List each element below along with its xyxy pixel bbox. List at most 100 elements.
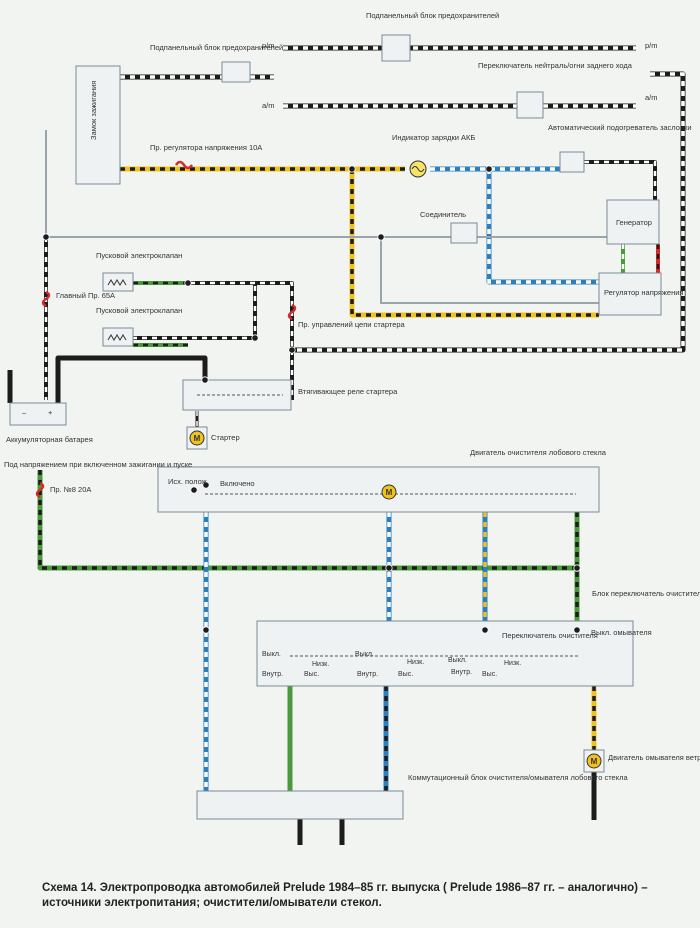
wire-charge-down-left-stripe bbox=[350, 169, 599, 317]
fuse-block-left bbox=[221, 61, 251, 83]
node-park-2 bbox=[190, 486, 198, 494]
node-wiper-center bbox=[385, 564, 393, 572]
label-on: Включено bbox=[220, 479, 255, 488]
figure-caption: Схема 14. Электропроводка автомобилей Pr… bbox=[42, 881, 682, 911]
label-pm-top-right: р/m bbox=[645, 41, 658, 50]
ignition-switch-box bbox=[75, 65, 121, 185]
label-generator: Генератор bbox=[616, 218, 652, 227]
label-low-1: Низк. bbox=[312, 661, 329, 668]
wire-valve-to-fuse-stripe bbox=[190, 281, 294, 350]
washer-motor-letter: M bbox=[591, 757, 598, 766]
label-am-left: а/m bbox=[262, 101, 275, 110]
node-relay-ctrl bbox=[288, 346, 296, 354]
node-park bbox=[202, 481, 210, 489]
label-starter-circuit-fuse: Пр. управлений цепи стартера bbox=[298, 320, 406, 329]
label-ignition-switch: Замок зажигания bbox=[89, 81, 98, 140]
label-pm-left: р/m bbox=[262, 41, 275, 50]
wire-grey-reg-line bbox=[380, 237, 599, 304]
battery-box bbox=[9, 402, 67, 426]
label-wiper-motor: Двигатель очистителя лобового стекла bbox=[470, 448, 607, 457]
label-hot-in-run-start: Под напряжением при включенном зажигании… bbox=[4, 460, 192, 469]
label-battery-minus: – bbox=[22, 408, 27, 417]
node-valve-2 bbox=[251, 334, 259, 342]
washer-motor-icon bbox=[586, 753, 602, 769]
junction-nodes bbox=[42, 165, 581, 634]
wiper-motor-icon bbox=[381, 484, 397, 500]
voltage-regulator-box bbox=[598, 272, 662, 316]
label-low-2: Низк. bbox=[407, 659, 424, 666]
start-valve-1-coil-icon bbox=[107, 279, 127, 286]
label-underdash-fuse-block-left: Подпанельный блок предохранителей bbox=[150, 43, 283, 52]
node-grey-left bbox=[42, 233, 50, 241]
node-switch-right bbox=[573, 626, 581, 634]
label-off-1: Выкл. bbox=[262, 651, 281, 658]
node-wiper-left bbox=[202, 626, 210, 634]
wires-layer bbox=[7, 45, 686, 845]
node-grey-mid bbox=[377, 233, 385, 241]
auto-choke-heater-box bbox=[559, 151, 585, 173]
label-park-pos: Исх. полож. bbox=[168, 477, 209, 486]
label-main-fuse: Главный Пр. 65А bbox=[56, 291, 115, 300]
wire-choke-to-gen bbox=[584, 160, 657, 200]
label-switch-block: Блок переключатель очистителя/омывателя … bbox=[592, 589, 700, 598]
wire-battery-to-relay bbox=[55, 355, 208, 403]
label-battery: Аккумуляторная батарея bbox=[6, 435, 93, 444]
label-underdash-fuse-block-top: Подпанельный блок предохранителей bbox=[366, 11, 499, 20]
label-battery-plus: + bbox=[48, 408, 53, 417]
components-layer: M M M bbox=[9, 34, 662, 820]
main-fuse-icon bbox=[41, 290, 51, 308]
label-high-2: Выс. bbox=[398, 671, 413, 678]
labels-layer: Подпанельный блок предохранителей р/m р/… bbox=[4, 11, 700, 782]
label-int-1: Внутр. bbox=[262, 671, 283, 678]
node-charge-2 bbox=[485, 165, 493, 173]
label-commutation-block: Коммутационный блок очистителя/омывателя… bbox=[408, 773, 628, 782]
wiper-switch-block bbox=[256, 620, 634, 687]
node-charge-1 bbox=[348, 165, 356, 173]
fuse-8-icon bbox=[35, 481, 45, 499]
label-int-3: Внутр. bbox=[451, 669, 472, 676]
label-start-valve-2: Пусковой электроклапан bbox=[96, 306, 182, 315]
label-washer-motor: Двигатель омывателя ветрового стекла bbox=[608, 753, 700, 762]
label-int-2: Внутр. bbox=[357, 671, 378, 678]
node-wiper-yellow bbox=[481, 626, 489, 634]
label-voltage-reg-fuse: Пр. регулятора напряжения 10А bbox=[150, 143, 262, 152]
wire-right-riser-stripe bbox=[292, 72, 685, 352]
label-off-3: Выкл. bbox=[448, 657, 467, 664]
wiper-motor-letter: M bbox=[386, 488, 393, 497]
neutral-switch-box bbox=[516, 91, 544, 119]
label-neutral-switch: Переключатель нейтраль/огни заднего хода bbox=[478, 61, 633, 70]
label-wiper-switch: Переключатель очистителя bbox=[502, 631, 598, 640]
label-connector: Соединитель bbox=[420, 210, 466, 219]
voltage-reg-fuse-icon bbox=[174, 160, 194, 170]
node-fuse8-right bbox=[573, 564, 581, 572]
label-washer-off: Выкл. омывателя bbox=[591, 628, 652, 637]
label-off-2: Выкл. bbox=[355, 651, 374, 658]
label-start-valve-1: Пусковой электроклапан bbox=[96, 251, 182, 260]
generator-box bbox=[606, 199, 660, 245]
label-fuse-8: Пр. №8 20А bbox=[50, 485, 91, 494]
commutation-block bbox=[196, 790, 404, 820]
node-valve-1 bbox=[184, 279, 192, 287]
connector-box bbox=[450, 222, 478, 244]
label-auto-choke-heater: Автоматический подогреватель заслонки bbox=[548, 123, 692, 132]
node-relay-top bbox=[201, 376, 209, 384]
label-charge-indicator: Индикатор зарядки АКБ bbox=[392, 133, 475, 142]
wire-charge-down-right-stripe bbox=[487, 169, 599, 284]
wire-choke-to-gen-stripe bbox=[584, 160, 657, 200]
caption-line-2: источники электропитания; очистители/омы… bbox=[42, 897, 382, 909]
wire-fuse8-feed-stripe bbox=[38, 470, 577, 570]
starter-circuit-fuse-icon bbox=[287, 303, 297, 321]
starter-motor-letter: M bbox=[194, 434, 201, 443]
caption-line-1: Схема 14. Электропроводка автомобилей Pr… bbox=[42, 882, 648, 894]
start-valve-2-coil-icon bbox=[107, 334, 127, 341]
label-high-3: Выс. bbox=[482, 671, 497, 678]
wire-charge-down-right bbox=[486, 169, 599, 285]
wiper-motor-block bbox=[157, 466, 600, 513]
fuse-block-top bbox=[381, 34, 411, 62]
charge-indicator-filament-icon bbox=[411, 166, 425, 172]
label-low-3: Низк. bbox=[504, 660, 521, 667]
label-am-right: а/m bbox=[645, 93, 658, 102]
label-starter: Стартер bbox=[211, 433, 240, 442]
starter-motor-icon bbox=[189, 430, 205, 446]
